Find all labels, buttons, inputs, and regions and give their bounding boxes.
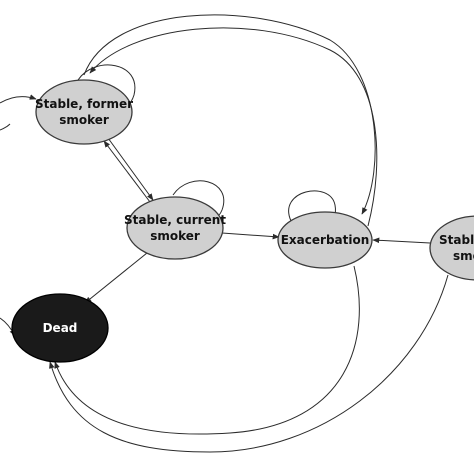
edge-offscreen-left-upper	[0, 123, 11, 131]
edge-offscreen-left-to-stable-former	[0, 94, 37, 104]
node-label-line-1: Stable	[439, 233, 474, 247]
node-label-line-2: smoker	[59, 113, 109, 127]
edge-stable-former-to-stable-current	[107, 137, 154, 201]
edge-exacerbation-to-stable-former	[89, 27, 378, 227]
node-label-line-1: Stable, former	[35, 97, 133, 111]
node-label-line-2: smoker	[150, 229, 200, 243]
node-dead: Dead	[11, 293, 109, 363]
edge-stable-current-to-exacerbation	[221, 232, 280, 240]
node-exacerbation: Exacerbation	[277, 211, 373, 269]
edge-stable-former-to-exacerbation	[83, 14, 376, 215]
edge-stable-right-to-dead	[49, 274, 449, 453]
node-label-line-1: Dead	[43, 321, 78, 335]
node-stable-current-smoker: Stable, current smoker	[124, 196, 226, 260]
node-stable-right-partial: Stable smo	[429, 215, 474, 281]
node-label-line-1: Stable, current	[124, 213, 226, 227]
node-stable-former-smoker: Stable, former smoker	[35, 79, 133, 145]
edges	[0, 14, 449, 453]
edge-stable-right-to-exacerbation	[372, 237, 431, 244]
node-label-line-1: Exacerbation	[281, 233, 370, 247]
edge-exacerbation-to-dead	[54, 265, 360, 435]
edge-stable-current-to-dead	[84, 252, 148, 304]
edge-stable-current-to-stable-former	[103, 140, 151, 203]
node-label-line-2: smo	[453, 249, 474, 263]
